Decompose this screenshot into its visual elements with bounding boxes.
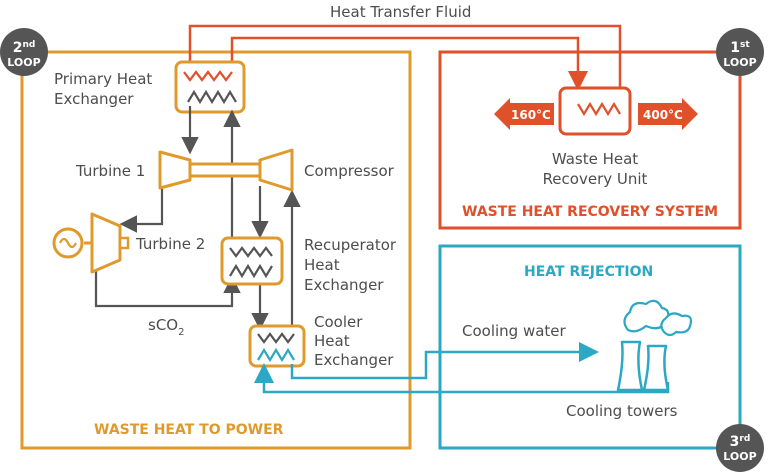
cooler-coil-grey xyxy=(257,332,295,344)
cooling-towers-label: Cooling towers xyxy=(566,402,678,420)
heat-rejection-box xyxy=(438,244,742,450)
svg-text:3rd: 3rd xyxy=(730,434,751,450)
recovery-unit-coil xyxy=(577,101,621,117)
svg-text:1st: 1st xyxy=(730,40,750,56)
cooling-water-supply xyxy=(290,342,599,380)
shaft xyxy=(188,162,262,178)
section-title-heat-rejection: HEAT REJECTION xyxy=(524,264,653,280)
section-title-waste-heat-to-power: WASTE HEAT TO POWER xyxy=(94,422,284,438)
loop-first-sup: st xyxy=(740,40,750,50)
generator-wave xyxy=(59,237,77,249)
turbine1-shape xyxy=(158,150,192,190)
loop-first-word: LOOP xyxy=(723,56,756,69)
svg-text:sCO2: sCO2 xyxy=(148,316,184,338)
flow-turbine2-to-recuperator xyxy=(94,270,241,308)
cooler-label-1: Cooler xyxy=(314,313,363,331)
exhaust-out-arrow xyxy=(494,98,554,130)
waste-heat-unit-label-2: Recovery Unit xyxy=(543,170,648,188)
primary-hx-cold-coil xyxy=(187,89,237,105)
cooler-label-2: Heat xyxy=(314,332,350,350)
recuperator-coil-top xyxy=(229,246,273,258)
waste-heat-unit-label-1: Waste Heat xyxy=(552,150,638,168)
loop-third-sup: rd xyxy=(739,434,750,444)
heat-transfer-fluid-label: Heat Transfer Fluid xyxy=(330,3,471,21)
turbine1-label: Turbine 1 xyxy=(75,162,145,180)
primary-heat-exchanger xyxy=(174,60,246,114)
htf-loop-outer xyxy=(188,24,622,108)
loop-third-num: 3 xyxy=(730,434,740,450)
loop-badge-first: 1st LOOP xyxy=(716,28,764,76)
htf-loop-inner xyxy=(230,36,588,91)
turbine2-shaft xyxy=(118,236,130,250)
loop-second-num: 2 xyxy=(13,40,23,56)
sco2-subscript: 2 xyxy=(178,327,184,338)
temp-out-label: 160°C xyxy=(511,108,551,122)
section-title-waste-heat-recovery: WASTE HEAT RECOVERY SYSTEM xyxy=(462,204,718,220)
flow-turbine1-to-turbine2 xyxy=(119,182,164,233)
cooling-tower-icon xyxy=(616,299,693,392)
primary-hx-hot-coil xyxy=(183,70,233,82)
turbine2-shape xyxy=(90,212,122,274)
compressor-shape xyxy=(258,148,294,192)
loop-second-word: LOOP xyxy=(7,56,40,69)
waste-heat-to-power-box xyxy=(20,50,412,450)
sco2-label: sCO xyxy=(148,316,178,334)
exhaust-in-arrow xyxy=(638,98,698,130)
compressor-label: Compressor xyxy=(304,162,395,180)
loop-second-sup: nd xyxy=(22,40,35,50)
loop-badge-third: 3rd LOOP xyxy=(716,424,764,472)
loop-first-num: 1 xyxy=(730,40,740,56)
recuperator-label-3: Exchanger xyxy=(304,276,384,294)
temp-in-label: 400°C xyxy=(643,108,683,122)
recuperator-label-2: Heat xyxy=(304,256,340,274)
cooling-water-return xyxy=(254,363,670,394)
turbine2-label: Turbine 2 xyxy=(135,235,205,253)
svg-text:2nd: 2nd xyxy=(13,40,36,56)
cooling-water-label: Cooling water xyxy=(462,322,567,340)
waste-heat-recovery-box xyxy=(438,50,742,230)
cooler-label-3: Exchanger xyxy=(314,351,394,369)
primary-hx-label-2: Exchanger xyxy=(54,90,134,108)
recuperator-heat-exchanger xyxy=(220,236,284,286)
recuperator-coil-bottom xyxy=(229,263,273,279)
loop-badge-second: 2nd LOOP xyxy=(0,28,48,76)
recuperator-label-1: Recuperator xyxy=(304,236,397,254)
primary-hx-label-1: Primary Heat xyxy=(54,70,152,88)
loop-third-word: LOOP xyxy=(723,450,756,463)
cooler-coil-blue xyxy=(257,347,295,363)
